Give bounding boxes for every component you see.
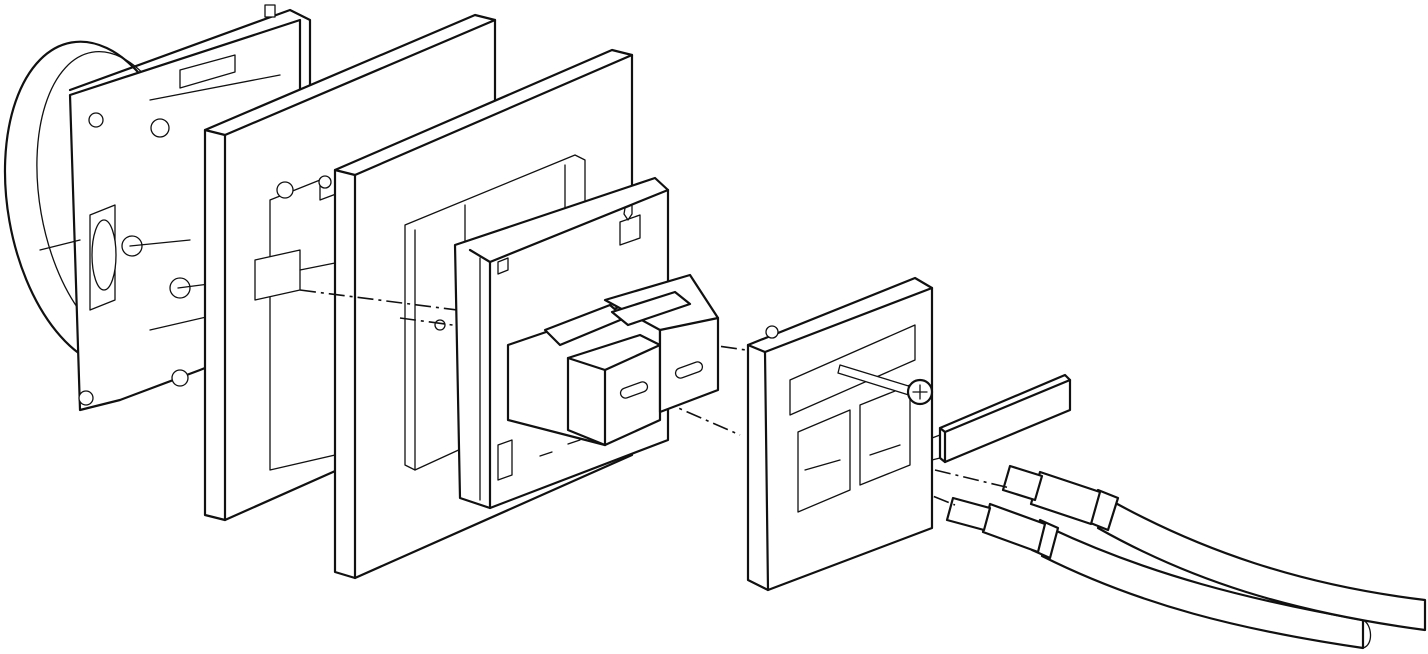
faceplate <box>746 276 934 592</box>
label-strip <box>931 373 1072 464</box>
usb-c-cable-1 <box>1001 464 1427 632</box>
usb-c-cable-2 <box>945 496 1372 650</box>
usb-c-coupler-2 <box>603 273 720 414</box>
fixing-screw <box>837 364 934 406</box>
